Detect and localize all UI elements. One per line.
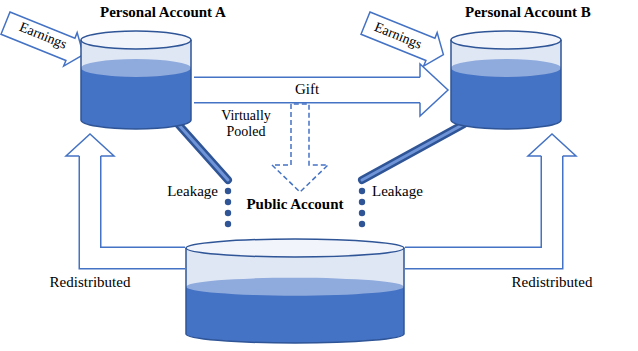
leak-drop [225, 188, 231, 194]
arrow-head [528, 134, 576, 156]
leak-drop [359, 210, 365, 216]
leakage-label: Leakage [370, 183, 425, 200]
cylinder-outline [185, 238, 405, 344]
leak-pipe-core [362, 124, 464, 180]
pooled-arrow [272, 104, 328, 192]
redistributed-label: Redistributed [510, 274, 595, 291]
cylinder-side [451, 40, 561, 129]
connector [359, 124, 464, 227]
account-cylinder: Personal Account A [80, 30, 192, 130]
arrow-outline [90, 156, 185, 258]
arrow-outline [405, 156, 552, 258]
earnings-label: Earnings [370, 19, 426, 54]
earnings-arrow [359, 6, 450, 71]
cylinder-side [186, 248, 404, 343]
earnings-label: Earnings [15, 19, 71, 54]
water-surface [451, 59, 561, 77]
block-arrow [0, 6, 90, 71]
cylinder-body [451, 40, 561, 129]
cylinder-side [81, 40, 191, 129]
leak-pipe [178, 124, 228, 180]
cylinder-top [186, 239, 404, 257]
cylinder-outline [80, 30, 192, 130]
pooled-label: Virtually Pooled [205, 108, 287, 140]
earnings-arrow [0, 6, 90, 71]
connector [405, 134, 576, 258]
leak-drop [359, 221, 365, 227]
connector [178, 124, 231, 227]
account-cylinder: Personal Account B [450, 30, 562, 130]
water [81, 68, 191, 129]
account-heading: Personal Account A [100, 4, 212, 21]
leak-drop [225, 210, 231, 216]
leak-drop [225, 221, 231, 227]
water [451, 68, 561, 129]
cylinder-body [186, 248, 404, 343]
account-heading: Personal Account B [465, 4, 577, 21]
arrow-outline [194, 77, 420, 104]
leak-drop [359, 188, 365, 194]
cylinder-top [451, 31, 561, 49]
leakage-label: Leakage [165, 183, 220, 200]
leak-pipe-core [178, 124, 228, 180]
cylinder-body [81, 40, 191, 129]
account-cylinder: Public Account [185, 238, 405, 344]
cylinder-outline [450, 30, 562, 130]
redistributed-label: Redistributed [48, 274, 133, 291]
leak-drop [359, 199, 365, 205]
arrow-fill [194, 78, 420, 102]
arrow-fill [90, 156, 185, 258]
gift-label: Gift [293, 81, 321, 98]
block-arrow [359, 6, 450, 71]
leak-drop [225, 199, 231, 205]
arrow-fill [405, 156, 552, 258]
arrow-head [420, 64, 448, 116]
arrow-head [66, 134, 114, 156]
leak-pipe [362, 124, 464, 180]
cylinder-top [81, 31, 191, 49]
water-surface [81, 59, 191, 77]
water-surface [186, 278, 404, 296]
